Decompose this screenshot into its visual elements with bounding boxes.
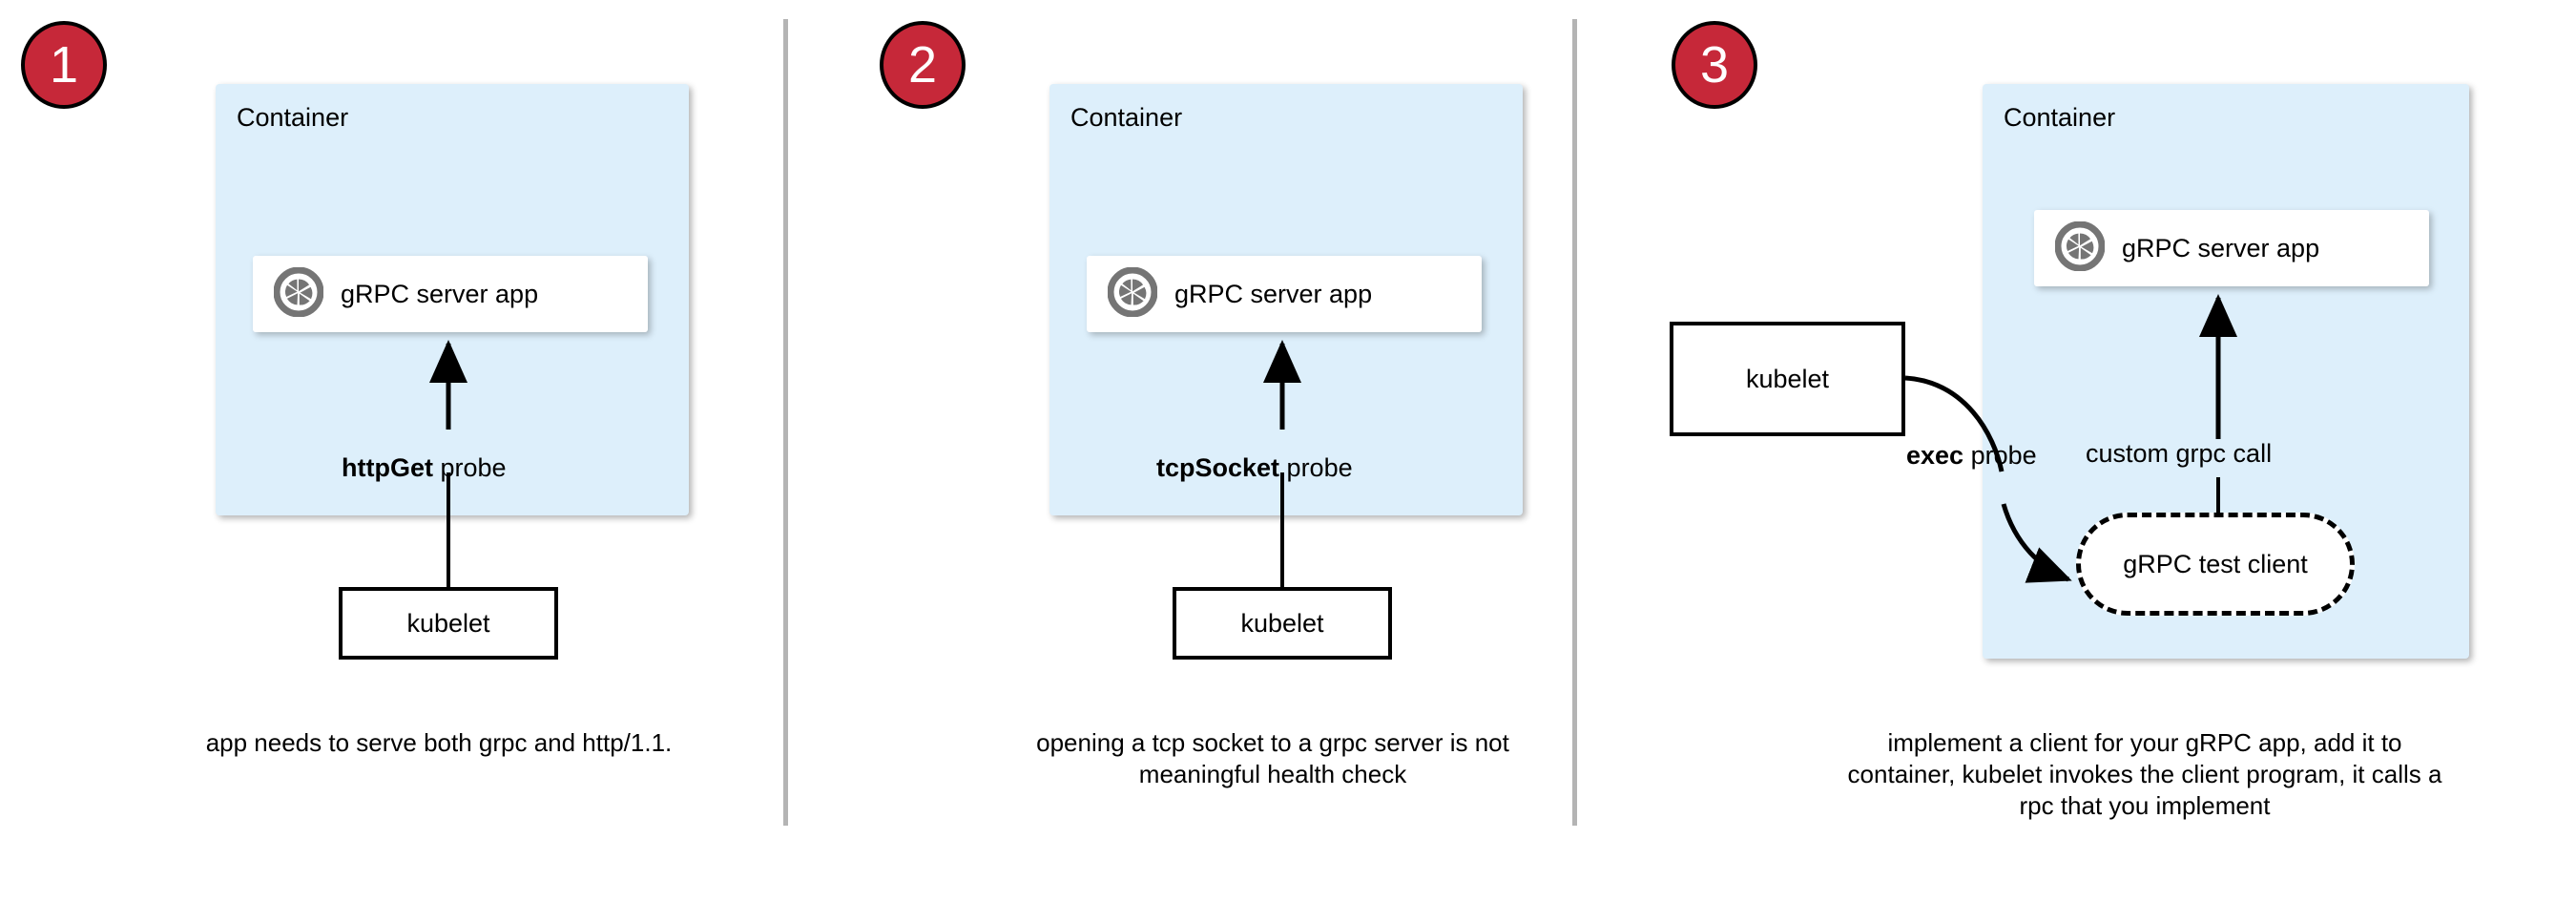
probe-suffix-2: probe (1279, 453, 1353, 482)
kubelet-box-3: kubelet (1670, 322, 1905, 436)
grpc-aperture-icon (1107, 266, 1158, 322)
step-badge-1: 1 (21, 21, 107, 109)
step-badge-3: 3 (1672, 21, 1757, 109)
probe-suffix-1: probe (432, 453, 507, 482)
caption-2: opening a tcp socket to a grpc server is… (1036, 728, 1509, 789)
grpc-test-client-label: gRPC test client (2123, 549, 2308, 578)
probe-label-2: tcpSocket probe (1156, 453, 1353, 483)
caption-3: implement a client for your gRPC app, ad… (1847, 728, 2442, 821)
grpc-aperture-icon (273, 266, 324, 322)
grpc-server-app-card-1: gRPC server app (253, 256, 648, 332)
kubelet-label-2: kubelet (1240, 608, 1324, 638)
grpc-test-client-pill: gRPC test client (2076, 513, 2355, 616)
probe-type-1: httpGet (342, 453, 433, 482)
grpc-server-app-label-2: gRPC server app (1174, 279, 1373, 308)
panel-divider-1 (783, 19, 788, 826)
container-label-2: Container (1070, 103, 1183, 132)
container-label-3: Container (2004, 103, 2116, 132)
grpc-server-app-label-3: gRPC server app (2122, 233, 2320, 262)
probe-label-3: exec probe (1906, 441, 2037, 471)
kubelet-label-1: kubelet (406, 608, 490, 638)
step-badge-2: 2 (880, 21, 966, 109)
probe-suffix-3: probe (1963, 441, 2037, 470)
grpc-server-app-label-1: gRPC server app (341, 279, 539, 308)
probe-type-3: exec (1906, 441, 1964, 470)
container-label-1: Container (237, 103, 349, 132)
caption-1: app needs to serve both grpc and http/1.… (205, 728, 673, 757)
grpc-server-app-card-2: gRPC server app (1087, 256, 1482, 332)
kubelet-box-2: kubelet (1173, 587, 1392, 660)
step-badge-number: 1 (49, 36, 79, 94)
step-badge-number: 2 (907, 36, 938, 94)
probe-type-2: tcpSocket (1156, 453, 1280, 482)
probe-label-1: httpGet probe (342, 453, 507, 483)
internal-call-label: custom grpc call (2086, 439, 2273, 468)
kubelet-label-3: kubelet (1745, 364, 1830, 393)
grpc-aperture-icon (2054, 220, 2106, 276)
kubelet-box-1: kubelet (339, 587, 558, 660)
panel-divider-2 (1572, 19, 1577, 826)
step-badge-number: 3 (1699, 36, 1730, 94)
grpc-server-app-card-3: gRPC server app (2034, 210, 2429, 286)
